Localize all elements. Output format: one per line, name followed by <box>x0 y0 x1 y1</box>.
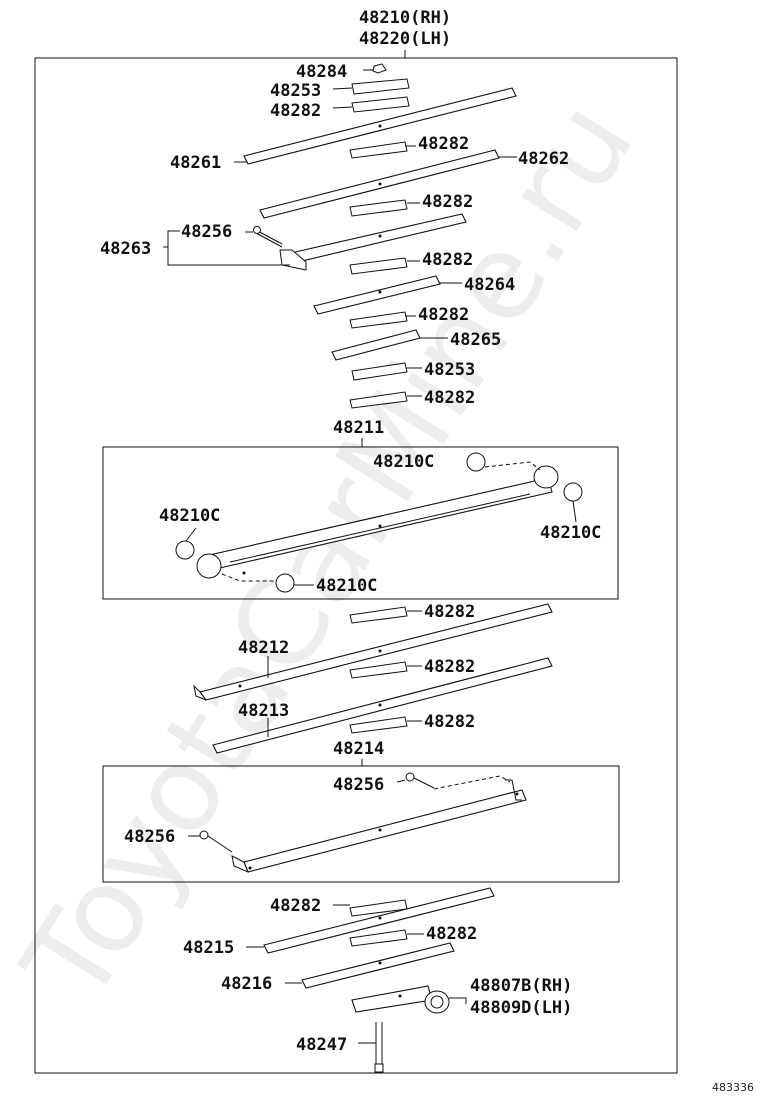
frame-48214 <box>102 765 620 883</box>
bolt-48256-left-shaft <box>207 835 233 853</box>
label-48264: 48264 <box>464 275 515 295</box>
label-48214: 48214 <box>333 739 384 759</box>
label-48284: 48284 <box>296 62 347 82</box>
label-48807b: 48807B(RH) <box>470 976 572 996</box>
leaf-48212-end <box>193 684 207 701</box>
leaf-48214 <box>243 789 527 873</box>
bracket-48263 <box>167 230 290 266</box>
pad-48282-4 <box>349 257 408 275</box>
bushing-48210c-bottom-path <box>221 573 276 582</box>
pad-48282-11 <box>349 929 408 947</box>
label-48210c-right: 48210C <box>540 523 601 543</box>
label-48256-left: 48256 <box>124 827 175 847</box>
bolt-48256-upper-shaft <box>255 232 283 248</box>
leaf-48213 <box>212 657 553 754</box>
label-48282-2: 48282 <box>418 134 469 154</box>
nut-48284 <box>372 63 387 74</box>
bushing-48210c-right <box>563 482 583 502</box>
label-48210c-bottom: 48210C <box>316 576 377 596</box>
label-48263: 48263 <box>100 239 151 259</box>
pad-48282-3 <box>349 199 408 217</box>
leader-48256-right <box>396 779 406 783</box>
pad-48253-lower <box>351 362 408 381</box>
pad-48282-9 <box>349 716 408 734</box>
label-48261: 48261 <box>170 153 221 173</box>
bolt-48247-head <box>374 1063 384 1073</box>
frame-48211 <box>102 446 619 600</box>
bushing-48210c-bottom <box>275 573 295 593</box>
label-48210c-top: 48210C <box>373 452 434 472</box>
header-rh: 48210(RH) <box>359 8 451 28</box>
label-48253-top: 48253 <box>270 81 321 101</box>
eye-48211-left <box>196 553 222 579</box>
leaf-48214-clip-right <box>505 779 522 801</box>
pad-48282-8 <box>349 661 408 679</box>
leaf-48214-clip-left <box>231 855 249 873</box>
bolt-48256-left-head <box>199 830 209 840</box>
leader-48807b <box>449 997 467 1004</box>
watermark-text: ToyotaCarMine.ru <box>0 78 660 1026</box>
leaf-48211-edge <box>229 493 531 563</box>
label-48211: 48211 <box>333 418 384 438</box>
label-48247: 48247 <box>296 1035 347 1055</box>
bushing-48210c-top <box>466 452 486 472</box>
bolt-48256-right-shaft <box>413 777 435 789</box>
bolt-48256-right-path <box>433 775 511 790</box>
bolt-48256-right-head <box>405 772 415 782</box>
bushing-48210c-left <box>175 540 195 560</box>
leader-48282-1 <box>332 106 353 109</box>
bolt-48256-upper-head <box>253 226 261 234</box>
diagram-code: 483336 <box>712 1081 754 1094</box>
label-48216: 48216 <box>221 974 272 994</box>
label-48256-upper: 48256 <box>181 222 232 242</box>
pad-48282-2 <box>349 141 408 159</box>
bushing-48210c-top-path <box>484 461 541 471</box>
pad-48282-1 <box>351 96 410 113</box>
bracket-48807b-eye-inner <box>430 995 444 1009</box>
label-48282-1: 48282 <box>270 101 321 121</box>
label-48253-lower: 48253 <box>424 360 475 380</box>
label-48215: 48215 <box>183 938 234 958</box>
label-48282-10: 48282 <box>270 896 321 916</box>
pad-48282-6 <box>349 391 408 409</box>
leaf-48215 <box>263 887 495 954</box>
leader-48210c-right <box>572 500 577 523</box>
label-48282-9: 48282 <box>424 712 475 732</box>
assembly-frame <box>34 57 678 1074</box>
label-48282-8: 48282 <box>424 657 475 677</box>
eye-48211-right <box>533 465 559 489</box>
label-48282-3: 48282 <box>422 192 473 212</box>
label-48809d: 48809D(LH) <box>470 998 572 1018</box>
bracket-48807b <box>351 985 433 1013</box>
label-48213: 48213 <box>238 701 289 721</box>
leaf-48216 <box>301 942 455 989</box>
label-48262: 48262 <box>518 149 569 169</box>
pad-48282-5 <box>349 311 408 329</box>
label-48282-7: 48282 <box>424 602 475 622</box>
leaf-48212 <box>199 603 553 701</box>
label-48256-right: 48256 <box>333 775 384 795</box>
label-48282-4: 48282 <box>422 250 473 270</box>
label-48212: 48212 <box>238 638 289 658</box>
label-48282-5: 48282 <box>418 305 469 325</box>
leader-48253-top <box>332 87 353 90</box>
pad-48253-top <box>351 78 410 95</box>
leaf-48264 <box>313 275 441 315</box>
label-48282-6: 48282 <box>424 388 475 408</box>
label-48210c-left: 48210C <box>159 506 220 526</box>
header-lh: 48220(LH) <box>359 29 451 49</box>
label-48282-11: 48282 <box>426 924 477 944</box>
leader-48210c-left <box>185 527 197 542</box>
pad-48282-7 <box>349 606 408 624</box>
label-48265: 48265 <box>450 330 501 350</box>
